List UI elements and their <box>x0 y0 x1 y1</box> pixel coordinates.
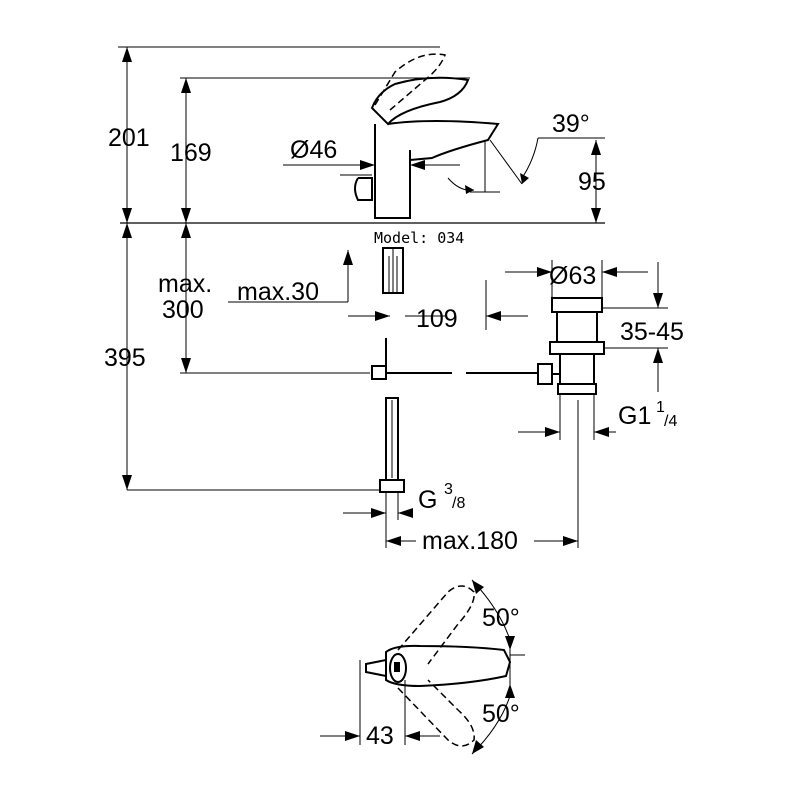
swivel-top-label: 50° <box>482 604 520 632</box>
under-counter-section: 395 max. 300 max.30 109 <box>104 223 684 555</box>
panel-thickness-label: max. <box>158 270 212 298</box>
waste-diameter-label: Ø63 <box>549 262 596 290</box>
waste-assembly <box>537 297 605 440</box>
spout-height-label: 169 <box>170 139 212 167</box>
supply-spacing-label: max.180 <box>422 527 518 555</box>
waste-thread-label: G1 <box>618 402 651 430</box>
total-height-label: 201 <box>108 124 150 152</box>
supply-thread-sup: 3 <box>444 481 453 498</box>
lever-angle-label: 39° <box>552 110 590 138</box>
below-counter-label: 395 <box>104 344 146 372</box>
counter-thickness-label: max.30 <box>237 278 319 306</box>
supply-thread-sub: /8 <box>452 495 465 512</box>
plan-view: 50° 50° 43 <box>320 579 525 755</box>
waste-thread-sup: 1 <box>656 399 665 416</box>
body-diameter-label: Ø46 <box>290 136 337 164</box>
waste-range-label: 35-45 <box>620 318 684 346</box>
swivel-bottom-label: 50° <box>482 700 520 728</box>
model-label: Model: 034 <box>345 228 510 248</box>
panel-thickness-value: 300 <box>162 296 204 324</box>
waste-thread-sub: /4 <box>664 413 677 430</box>
base-width-label: 43 <box>366 722 394 750</box>
side-elevation: 39° Ø46 201 169 95 <box>108 46 606 224</box>
supply-thread-label: G <box>418 486 437 514</box>
outlet-height-label: 95 <box>578 168 606 196</box>
projection-label: 109 <box>416 305 458 333</box>
svg-text:Model: 034: Model: 034 <box>374 229 464 247</box>
